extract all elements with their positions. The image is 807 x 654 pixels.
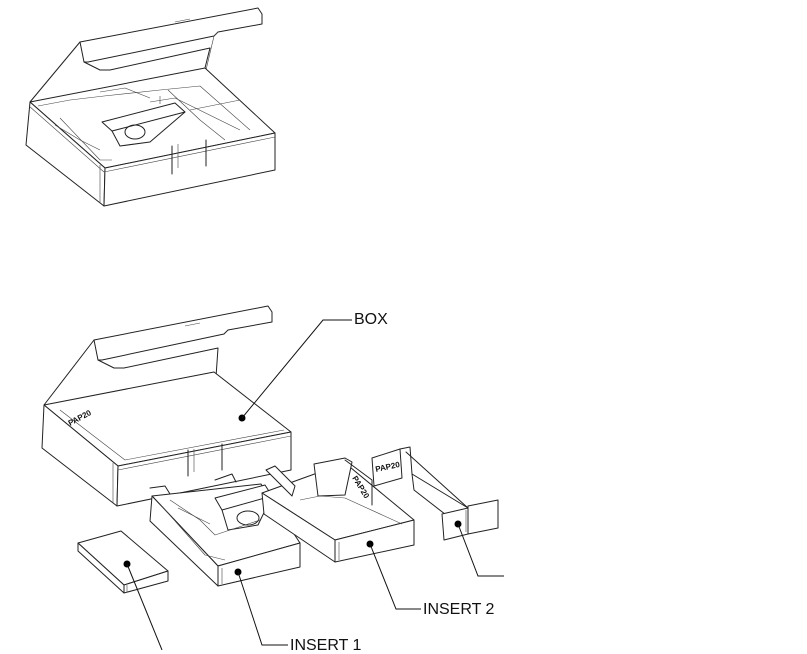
insert-3-leader: [457, 523, 504, 577]
assembled-box-lid: [29, 7, 263, 103]
assembled-box-inserts: [37, 85, 251, 161]
insert-1-leader: [237, 571, 288, 646]
insert-1-callout-label: INSERT 1: [290, 637, 362, 654]
exploded-box: PAP20: [41, 305, 292, 507]
assembled-box-view: [25, 7, 276, 207]
insert-2-leader: [369, 543, 421, 610]
box-leader: [241, 319, 352, 419]
insert-2: PAP20: [261, 457, 415, 563]
insert-2-callout-label: INSERT 2: [423, 601, 495, 618]
flat-pad-leader: [126, 563, 163, 650]
box-callout-label: BOX: [354, 311, 388, 328]
insert-3: PAP20: [371, 446, 499, 541]
assembled-box-body: [25, 67, 276, 207]
flat-pad-insert: [77, 530, 169, 594]
